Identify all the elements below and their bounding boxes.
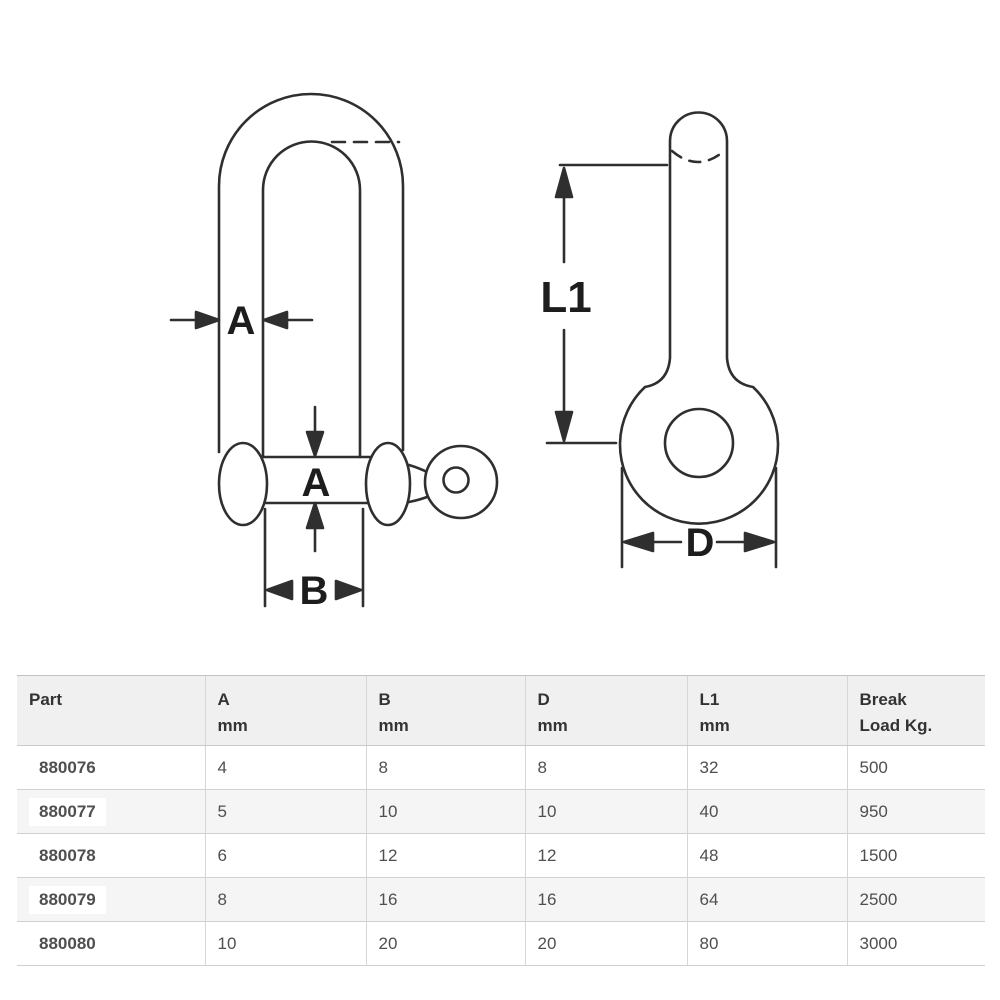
col-header-l1: L1 mm xyxy=(686,675,847,746)
table-row: 880077 5 10 10 40 950 xyxy=(17,789,985,834)
part-cell: 880080 xyxy=(17,921,205,966)
hidden-pin-hole-dashed xyxy=(670,149,726,164)
col-header-unit: mm xyxy=(537,716,568,735)
pin-head xyxy=(423,444,499,520)
dimension-a-bow xyxy=(169,310,314,330)
part-number: 880078 xyxy=(39,845,96,865)
table-header-row: Part A mm B mm D mm xyxy=(17,675,985,746)
dimension-b-inside-width xyxy=(263,507,365,608)
value-break-load: 950 xyxy=(846,789,985,834)
dimension-a-pin xyxy=(305,405,325,553)
part-cell: 880079 xyxy=(17,877,205,922)
col-header-label: D xyxy=(537,690,550,709)
label-l1: L1 xyxy=(540,273,591,322)
col-header-label: A xyxy=(217,690,230,709)
col-header-unit: mm xyxy=(699,716,730,735)
value-a: 4 xyxy=(204,745,366,790)
value-d: 12 xyxy=(524,833,687,878)
table-row: 880078 6 12 12 48 1500 xyxy=(17,833,985,878)
col-header-b: B mm xyxy=(365,675,525,746)
label-d: D xyxy=(686,521,715,565)
shackle-drawing-svg: A A B L1 D xyxy=(169,92,780,613)
part-number: 880077 xyxy=(29,797,106,826)
value-l1: 40 xyxy=(686,789,847,834)
value-a: 6 xyxy=(204,833,366,878)
value-d: 10 xyxy=(524,789,687,834)
side-view-shackle xyxy=(618,111,780,525)
col-header-label: B xyxy=(378,690,391,709)
part-number: 880079 xyxy=(29,885,106,914)
table-row: 880079 8 16 16 64 2500 xyxy=(17,877,985,922)
value-a: 5 xyxy=(204,789,366,834)
table-row: 880076 4 8 8 32 500 xyxy=(17,745,985,790)
shackle-outer-bow xyxy=(217,92,405,454)
part-cell: 880076 xyxy=(17,745,205,790)
pin-collar-bottom xyxy=(407,495,429,504)
technical-drawing: A A B L1 D xyxy=(169,92,780,613)
col-header-unit: Load Kg. xyxy=(859,716,933,735)
col-header-break-load: Break Load Kg. xyxy=(846,675,985,746)
value-a: 8 xyxy=(204,877,366,922)
dimension-l1-length xyxy=(545,163,669,445)
value-b: 16 xyxy=(365,877,525,922)
value-l1: 64 xyxy=(686,877,847,922)
dimensions-table: Part A mm B mm D mm xyxy=(17,675,985,966)
value-d: 16 xyxy=(524,877,687,922)
right-ear xyxy=(364,441,412,527)
value-l1: 32 xyxy=(686,745,847,790)
part-number: 880076 xyxy=(39,757,96,777)
col-header-part: Part xyxy=(17,675,205,746)
value-d: 8 xyxy=(524,745,687,790)
value-b: 10 xyxy=(365,789,525,834)
label-a-pin: A xyxy=(302,461,331,505)
col-header-label: Break xyxy=(859,690,907,709)
col-header-label: Part xyxy=(29,690,63,709)
value-b: 20 xyxy=(365,921,525,966)
col-header-unit: mm xyxy=(217,716,248,735)
value-l1: 80 xyxy=(686,921,847,966)
value-break-load: 2500 xyxy=(846,877,985,922)
dimension-d-eye xyxy=(620,466,778,569)
part-cell: 880077 xyxy=(17,789,205,834)
value-b: 12 xyxy=(365,833,525,878)
value-break-load: 500 xyxy=(846,745,985,790)
value-a: 10 xyxy=(204,921,366,966)
front-view-shackle xyxy=(217,92,499,527)
value-l1: 48 xyxy=(686,833,847,878)
eye-hole xyxy=(663,407,735,479)
col-header-a: A mm xyxy=(204,675,366,746)
value-d: 20 xyxy=(524,921,687,966)
part-number: 880080 xyxy=(39,933,96,953)
spec-table-container: Part A mm B mm D mm xyxy=(17,675,985,966)
side-profile-outline xyxy=(618,111,780,525)
part-cell: 880078 xyxy=(17,833,205,878)
col-header-label: L1 xyxy=(699,690,720,709)
label-b: B xyxy=(300,569,329,613)
col-header-unit: mm xyxy=(378,716,409,735)
table-row: 880080 10 20 20 80 3000 xyxy=(17,921,985,966)
shackle-inner-bow xyxy=(261,140,362,459)
value-break-load: 3000 xyxy=(846,921,985,966)
pin-collar-top xyxy=(407,463,429,474)
left-ear xyxy=(217,441,269,527)
value-break-load: 1500 xyxy=(846,833,985,878)
label-a-bow: A xyxy=(227,299,256,343)
pin-head-hole xyxy=(442,466,470,494)
value-b: 8 xyxy=(365,745,525,790)
col-header-d: D mm xyxy=(524,675,687,746)
